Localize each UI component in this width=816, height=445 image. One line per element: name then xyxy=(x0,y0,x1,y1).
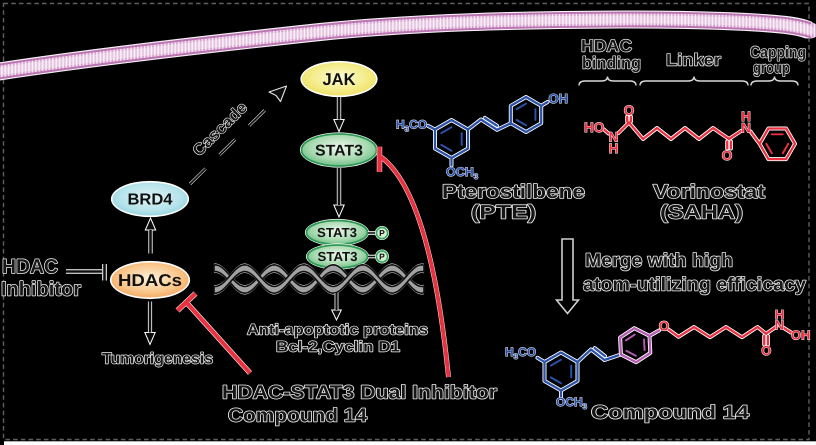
svg-text:OCH3: OCH3 xyxy=(446,165,479,181)
svg-text:H: H xyxy=(741,109,751,124)
svg-text:OCH3: OCH3 xyxy=(556,395,588,411)
svg-text:Compound 14: Compound 14 xyxy=(228,406,367,427)
svg-text:N: N xyxy=(609,130,619,145)
svg-text:OH: OH xyxy=(791,328,811,343)
svg-text:Bcl-2,Cyclin D1: Bcl-2,Cyclin D1 xyxy=(276,339,400,356)
svg-text:JAK: JAK xyxy=(323,70,357,89)
svg-text:N: N xyxy=(741,121,751,136)
svg-text:O: O xyxy=(761,343,771,358)
svg-text:H: H xyxy=(609,141,619,156)
svg-text:STAT3: STAT3 xyxy=(317,225,357,240)
svg-text:Tumorigenesis: Tumorigenesis xyxy=(102,351,213,368)
svg-text:H: H xyxy=(775,307,784,322)
svg-text:O: O xyxy=(659,319,670,334)
svg-text:HO: HO xyxy=(584,120,604,135)
svg-text:Pterostilbene: Pterostilbene xyxy=(442,181,585,203)
svg-text:BRD4: BRD4 xyxy=(128,192,173,209)
svg-text:Compound 14: Compound 14 xyxy=(591,403,750,424)
svg-text:P: P xyxy=(379,228,385,238)
svg-text:Inhibitor: Inhibitor xyxy=(1,279,81,301)
svg-text:Capping: Capping xyxy=(750,45,806,62)
svg-text:HDAC-STAT3 Dual Inhibitor: HDAC-STAT3 Dual Inhibitor xyxy=(222,383,498,404)
svg-text:atom-utilizing efficicacy: atom-utilizing efficicacy xyxy=(583,275,806,296)
svg-text:OH: OH xyxy=(549,91,569,106)
svg-text:N: N xyxy=(775,318,784,333)
svg-text:H3CO: H3CO xyxy=(505,345,536,361)
svg-text:(PTE): (PTE) xyxy=(471,202,536,224)
svg-text:HDAC: HDAC xyxy=(2,256,58,278)
svg-text:O: O xyxy=(722,148,733,163)
svg-text:P: P xyxy=(379,252,385,262)
svg-text:Vorinostat: Vorinostat xyxy=(653,181,766,203)
svg-text:O: O xyxy=(624,103,635,118)
svg-text:H3CO: H3CO xyxy=(396,118,427,134)
svg-text:Anti-apoptotic proteins: Anti-apoptotic proteins xyxy=(247,322,428,339)
svg-text:HDACs: HDACs xyxy=(118,271,182,290)
svg-text:HDAC: HDAC xyxy=(581,37,632,56)
svg-text:STAT3: STAT3 xyxy=(318,249,358,264)
svg-text:Merge with high: Merge with high xyxy=(585,251,733,272)
svg-text:binding: binding xyxy=(582,54,641,73)
svg-text:(SAHA): (SAHA) xyxy=(660,202,743,224)
svg-text:Linker: Linker xyxy=(666,51,721,70)
svg-text:group: group xyxy=(753,60,790,77)
svg-text:STAT3: STAT3 xyxy=(315,142,363,159)
